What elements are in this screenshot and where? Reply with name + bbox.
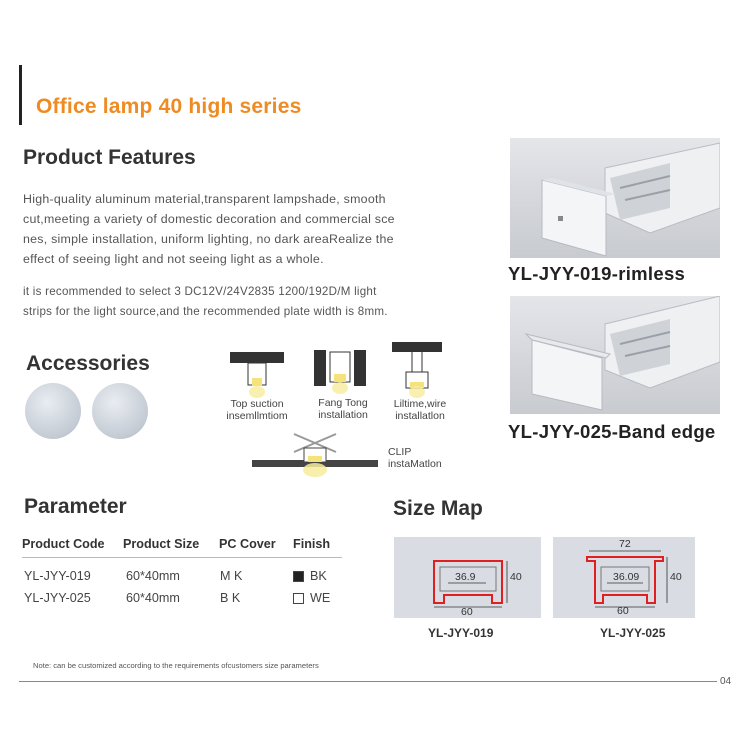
- dim-top: 72: [619, 538, 631, 550]
- clip-installation-diagram: [252, 433, 378, 477]
- band-edge-profile-image: [524, 296, 720, 411]
- dim-inner: 36.9: [455, 571, 476, 583]
- installation-label-line: Top suction: [230, 398, 284, 410]
- column-header: PC Cover: [219, 537, 276, 551]
- installation-fang-tong-label: Fang Tong installation: [300, 397, 386, 421]
- caption-band-edge: YL-JYY-025-Band edge: [508, 421, 716, 442]
- features-line: High-quality aluminum material,transpare…: [23, 192, 386, 206]
- parameter-table: Product Code Product Size PC Cover Finis…: [22, 537, 352, 607]
- cell-size: 60*40mm: [126, 569, 180, 583]
- size-map-019: 36.9 40 60: [394, 537, 541, 618]
- cell-size: 60*40mm: [126, 591, 180, 605]
- installation-label-line: insemllmtiom: [226, 410, 288, 422]
- dim-height: 40: [510, 571, 522, 583]
- parameter-heading: Parameter: [24, 495, 127, 518]
- cell-code: YL-JYY-019: [24, 569, 91, 583]
- features-line: it is recommended to select 3 DC12V/24V2…: [23, 285, 377, 298]
- features-line: effect of seeing light and not seeing li…: [23, 252, 324, 266]
- cell-cover: B K: [220, 591, 241, 605]
- column-header: Product Size: [123, 537, 200, 551]
- cell-finish: WE: [293, 591, 330, 605]
- features-paragraph-1: High-quality aluminum material,transpare…: [23, 189, 483, 269]
- finish-label: WE: [310, 591, 331, 605]
- profile-025-drawing: [586, 550, 668, 608]
- header-accent-bar: [19, 65, 22, 125]
- finish-label: BK: [310, 569, 327, 583]
- features-heading: Product Features: [23, 146, 196, 169]
- finish-swatch-white: [293, 593, 304, 605]
- suspension-wire-diagram: [392, 342, 442, 398]
- installation-label-line: Liltime,wire: [393, 398, 447, 410]
- size-map-019-caption: YL-JYY-019: [428, 626, 494, 640]
- accessory-end-cap-image: [25, 383, 81, 439]
- installation-label-line: instaMatlon: [388, 458, 442, 470]
- fang-tong-diagram: [314, 350, 366, 394]
- dim-inner: 36.09: [613, 571, 640, 583]
- top-suction-diagram: [230, 352, 284, 398]
- features-line: nes, simple installation, uniform lighti…: [23, 232, 394, 246]
- dim-bottom: 60: [617, 605, 629, 617]
- size-map-025: 72 36.09 40 60: [553, 537, 695, 618]
- size-map-heading: Size Map: [393, 497, 483, 520]
- features-line: cut,meeting a variety of domestic decora…: [23, 212, 395, 226]
- cell-finish: BK: [293, 569, 327, 583]
- customization-note: Note: can be customized according to the…: [33, 661, 319, 670]
- page-number: 04: [720, 676, 732, 687]
- caption-rimless: YL-JYY-019-rimless: [508, 263, 686, 284]
- installation-clip-label: CLIP instaMatlon: [388, 446, 468, 470]
- accessory-end-cap-band-image: [92, 383, 148, 439]
- installation-label-line: CLIP: [388, 446, 412, 458]
- finish-swatch-black: [293, 571, 304, 583]
- installation-wire-label: Liltime,wire installatlon: [380, 398, 460, 422]
- installation-top-suction-label: Top suction insemllmtiom: [210, 398, 304, 422]
- accessories-heading: Accessories: [26, 352, 150, 375]
- installation-label-line: installatlon: [395, 410, 445, 422]
- column-header: Product Code: [22, 537, 105, 551]
- product-photo-rimless: [510, 138, 720, 258]
- features-line: strips for the light source,and the reco…: [23, 305, 388, 318]
- rimless-profile-image: [541, 142, 720, 257]
- series-title: Office lamp 40 high series: [36, 95, 302, 118]
- installation-label-line: Fang Tong: [318, 397, 368, 409]
- column-header: Finish: [293, 537, 331, 551]
- table-divider: [22, 557, 342, 558]
- dim-height: 40: [670, 571, 682, 583]
- product-photo-band-edge: [510, 296, 720, 414]
- footer-rule: [19, 681, 717, 682]
- size-map-025-caption: YL-JYY-025: [600, 626, 666, 640]
- installation-label-line: installation: [318, 409, 368, 421]
- profile-019-drawing: [433, 560, 508, 608]
- dim-bottom: 60: [461, 606, 473, 618]
- cell-code: YL-JYY-025: [24, 591, 91, 605]
- cell-cover: M K: [220, 569, 243, 583]
- features-paragraph-2: it is recommended to select 3 DC12V/24V2…: [23, 282, 493, 322]
